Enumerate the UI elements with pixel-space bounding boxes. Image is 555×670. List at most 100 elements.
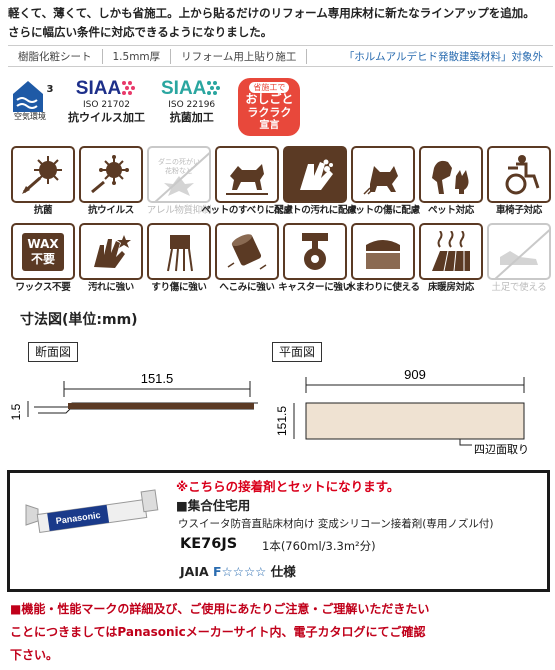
feature-antivirus: 抗ウイルス [78, 146, 144, 219]
feature-label: ペットのすべりに配慮 [201, 205, 293, 216]
feature-floor-heating: 床暖房対応 [418, 223, 484, 296]
floor-heating-icon [432, 230, 470, 271]
plan-view-label: 平面図 [272, 342, 323, 362]
allergen-note-1: ダニの死がい [158, 157, 200, 166]
spec-formaldehyde: 「ホルムアルデヒド発散建築材料」対象外 [343, 50, 543, 63]
feature-stain-resistant: 汚れに強い [78, 223, 144, 296]
jaia-stars: F☆☆☆☆ [213, 564, 267, 579]
feature-label: 抗菌 [33, 205, 53, 216]
feature-label: ワックス不要 [15, 282, 71, 293]
spec-installation: リフォーム用上貼り施工 [171, 48, 308, 64]
badge-line1: おしごと [245, 92, 294, 106]
air-quality-grade: 3 [46, 84, 54, 95]
feature-pet-scratch: ペットの傷に配慮 [346, 146, 420, 219]
feature-wax-free: WAX 不要 ワックス不要 [10, 223, 76, 296]
caster-resistant-icon [302, 232, 328, 270]
plan-width-value: 151.5 [275, 406, 289, 436]
feature-antibacterial: 抗菌 [10, 146, 76, 219]
spec-thickness: 1.5mm厚 [103, 48, 172, 64]
section-width-value: 151.5 [141, 371, 174, 386]
pet-friendly-icon [432, 160, 469, 194]
scratch-resistant-icon [167, 234, 193, 271]
siaa-dots-icon [122, 81, 136, 95]
siaa-bact-label: 抗菌加工 [169, 111, 214, 124]
jaia-suffix: 仕様 [270, 564, 296, 579]
siaa-bact-iso: ISO 22196 [168, 100, 216, 110]
footnote: ■機能・性能マークの詳細及び、ご使用にあたりご注意・ご理解いただきたい ことにつ… [10, 598, 550, 667]
plan-length-value: 909 [404, 367, 426, 382]
feature-pet-slip: ペットのすべりに配慮 [201, 146, 293, 219]
wax-unneeded-text: 不要 [30, 251, 55, 266]
feature-water-area: 水まわりに使える [346, 223, 420, 296]
footnote-line-3: 下さい。 [10, 648, 59, 662]
dimension-drawing: 151.5 1.5 909 151.5 四辺面取り [9, 367, 529, 456]
adhesive-set-box: Panasonic ※こちらの接着剤とセットになります。 ■集合住宅用 ウスイー… [7, 470, 550, 592]
intro-text: 軽くて、薄くて、しかも省施工。上から貼るだけのリフォーム専用床材に新たなラインア… [8, 4, 553, 42]
siaa-logo: SIAA [75, 78, 122, 99]
feature-pet-friendly: ペット対応 [418, 146, 484, 219]
feature-label: 土足で使える [491, 282, 547, 293]
wax-free-icon: WAX 不要 [22, 232, 64, 271]
air-quality-mark: 3 空気環境 [8, 78, 54, 136]
adhesive-code: KE76JS [180, 536, 238, 552]
feature-scratch-resistant: すり傷に強い [146, 223, 212, 296]
siaa-logo: SIAA [161, 78, 207, 99]
section-thickness-value: 1.5 [9, 403, 23, 420]
pet-slip-icon [226, 163, 268, 195]
pet-stain-icon [300, 159, 333, 190]
dent-resistant-icon [227, 233, 267, 270]
feature-label: 車椅子対応 [495, 205, 542, 216]
house-air-icon [13, 81, 43, 112]
badge-line2: ラクラク [247, 106, 292, 119]
jaia-rating: JAIA F☆☆☆☆ 仕様 [180, 561, 296, 580]
feature-caster-resistant: キャスターに強い [278, 223, 352, 296]
wax-text: WAX [27, 236, 59, 251]
badge-top: 省施工で [249, 82, 290, 93]
feature-label: キャスターに強い [278, 282, 352, 293]
spec-bar: 樹脂化粧シート 1.5mm厚 リフォーム用上貼り施工 「ホルムアルデヒド発散建築… [8, 45, 553, 67]
chamfer-note: 四辺面取り [474, 443, 529, 456]
feature-label: ペットの汚れに配慮 [273, 205, 357, 216]
feature-label: 水まわりに使える [346, 282, 420, 293]
feature-label: アレル物質抑制 [146, 205, 212, 216]
easy-work-badge: 省施工で おしごと ラクラク 宣言 [238, 78, 301, 136]
feature-label: へこみに強い [219, 282, 275, 293]
siaa-antibacterial-mark: SIAA ISO 22196 抗菌加工 [161, 78, 222, 125]
siaa-dots-icon [207, 81, 221, 95]
spec-material: 樹脂化粧シート [8, 48, 103, 64]
adhesive-quantity: 1本(760ml/3.3m²分) [262, 539, 376, 553]
feature-label: 汚れに強い [87, 282, 134, 293]
feature-label: 抗ウイルス [87, 205, 134, 216]
antibacterial-icon [22, 155, 62, 194]
footnote-line-2: ことにつきましてはPanasonicメーカーサイト内、電子カタログにてご確認 [10, 625, 426, 639]
adhesive-description: ウスイータ防音直貼床材向け 変成シリコーン接着剤(専用ノズル付) [178, 518, 494, 530]
section-view-label: 断面図 [28, 342, 79, 362]
shoes-icon [500, 250, 538, 265]
antivirus-icon [91, 154, 129, 193]
feature-shoes: 土足で使える [486, 223, 552, 296]
adhesive-notice: ※こちらの接着剤とセットになります。 [176, 479, 400, 494]
air-quality-label: 空気環境 [14, 112, 46, 121]
feature-wheelchair: 車椅子対応 [486, 146, 552, 219]
siaa-virus-label: 抗ウイルス加工 [68, 111, 145, 124]
feature-label: ペット対応 [427, 205, 474, 216]
adhesive-tube-icon: Panasonic [25, 489, 159, 533]
feature-icons-row-2: WAX 不要 ワックス不要 汚れに強い すり傷に強い へこみに強い キャスターに… [10, 223, 552, 296]
stain-resistant-icon [94, 234, 131, 268]
siaa-antivirus-mark: SIAA ISO 21702 抗ウイルス加工 [68, 78, 145, 125]
feature-dent-resistant: へこみに強い [214, 223, 280, 296]
jaia-label: JAIA [180, 564, 209, 579]
feature-label: 床暖房対応 [427, 282, 474, 293]
feature-label: すり傷に強い [151, 282, 207, 293]
pet-scratch-icon [363, 165, 398, 195]
intro-line-1: 軽くて、薄くて、しかも省施工。上から貼るだけのリフォーム専用床材に新たなラインア… [8, 6, 535, 20]
feature-allergen: ダニの死がい花粉など アレル物質抑制 [146, 146, 212, 219]
dimension-title: 寸法図(単位:mm) [20, 312, 138, 328]
feature-pet-stain: ペットの汚れに配慮 [274, 146, 357, 219]
allergen-note-2: 花粉など [165, 166, 193, 175]
intro-line-2: さらに幅広い条件に対応できるようになりました。 [8, 25, 273, 39]
wheelchair-icon [505, 154, 540, 194]
feature-label: ペットの傷に配慮 [346, 205, 420, 216]
feature-icons-row-1: 抗菌 抗ウイルス ダニの死がい花粉など アレル物質抑制 ペットのすべりに配慮 ペ… [10, 146, 552, 219]
